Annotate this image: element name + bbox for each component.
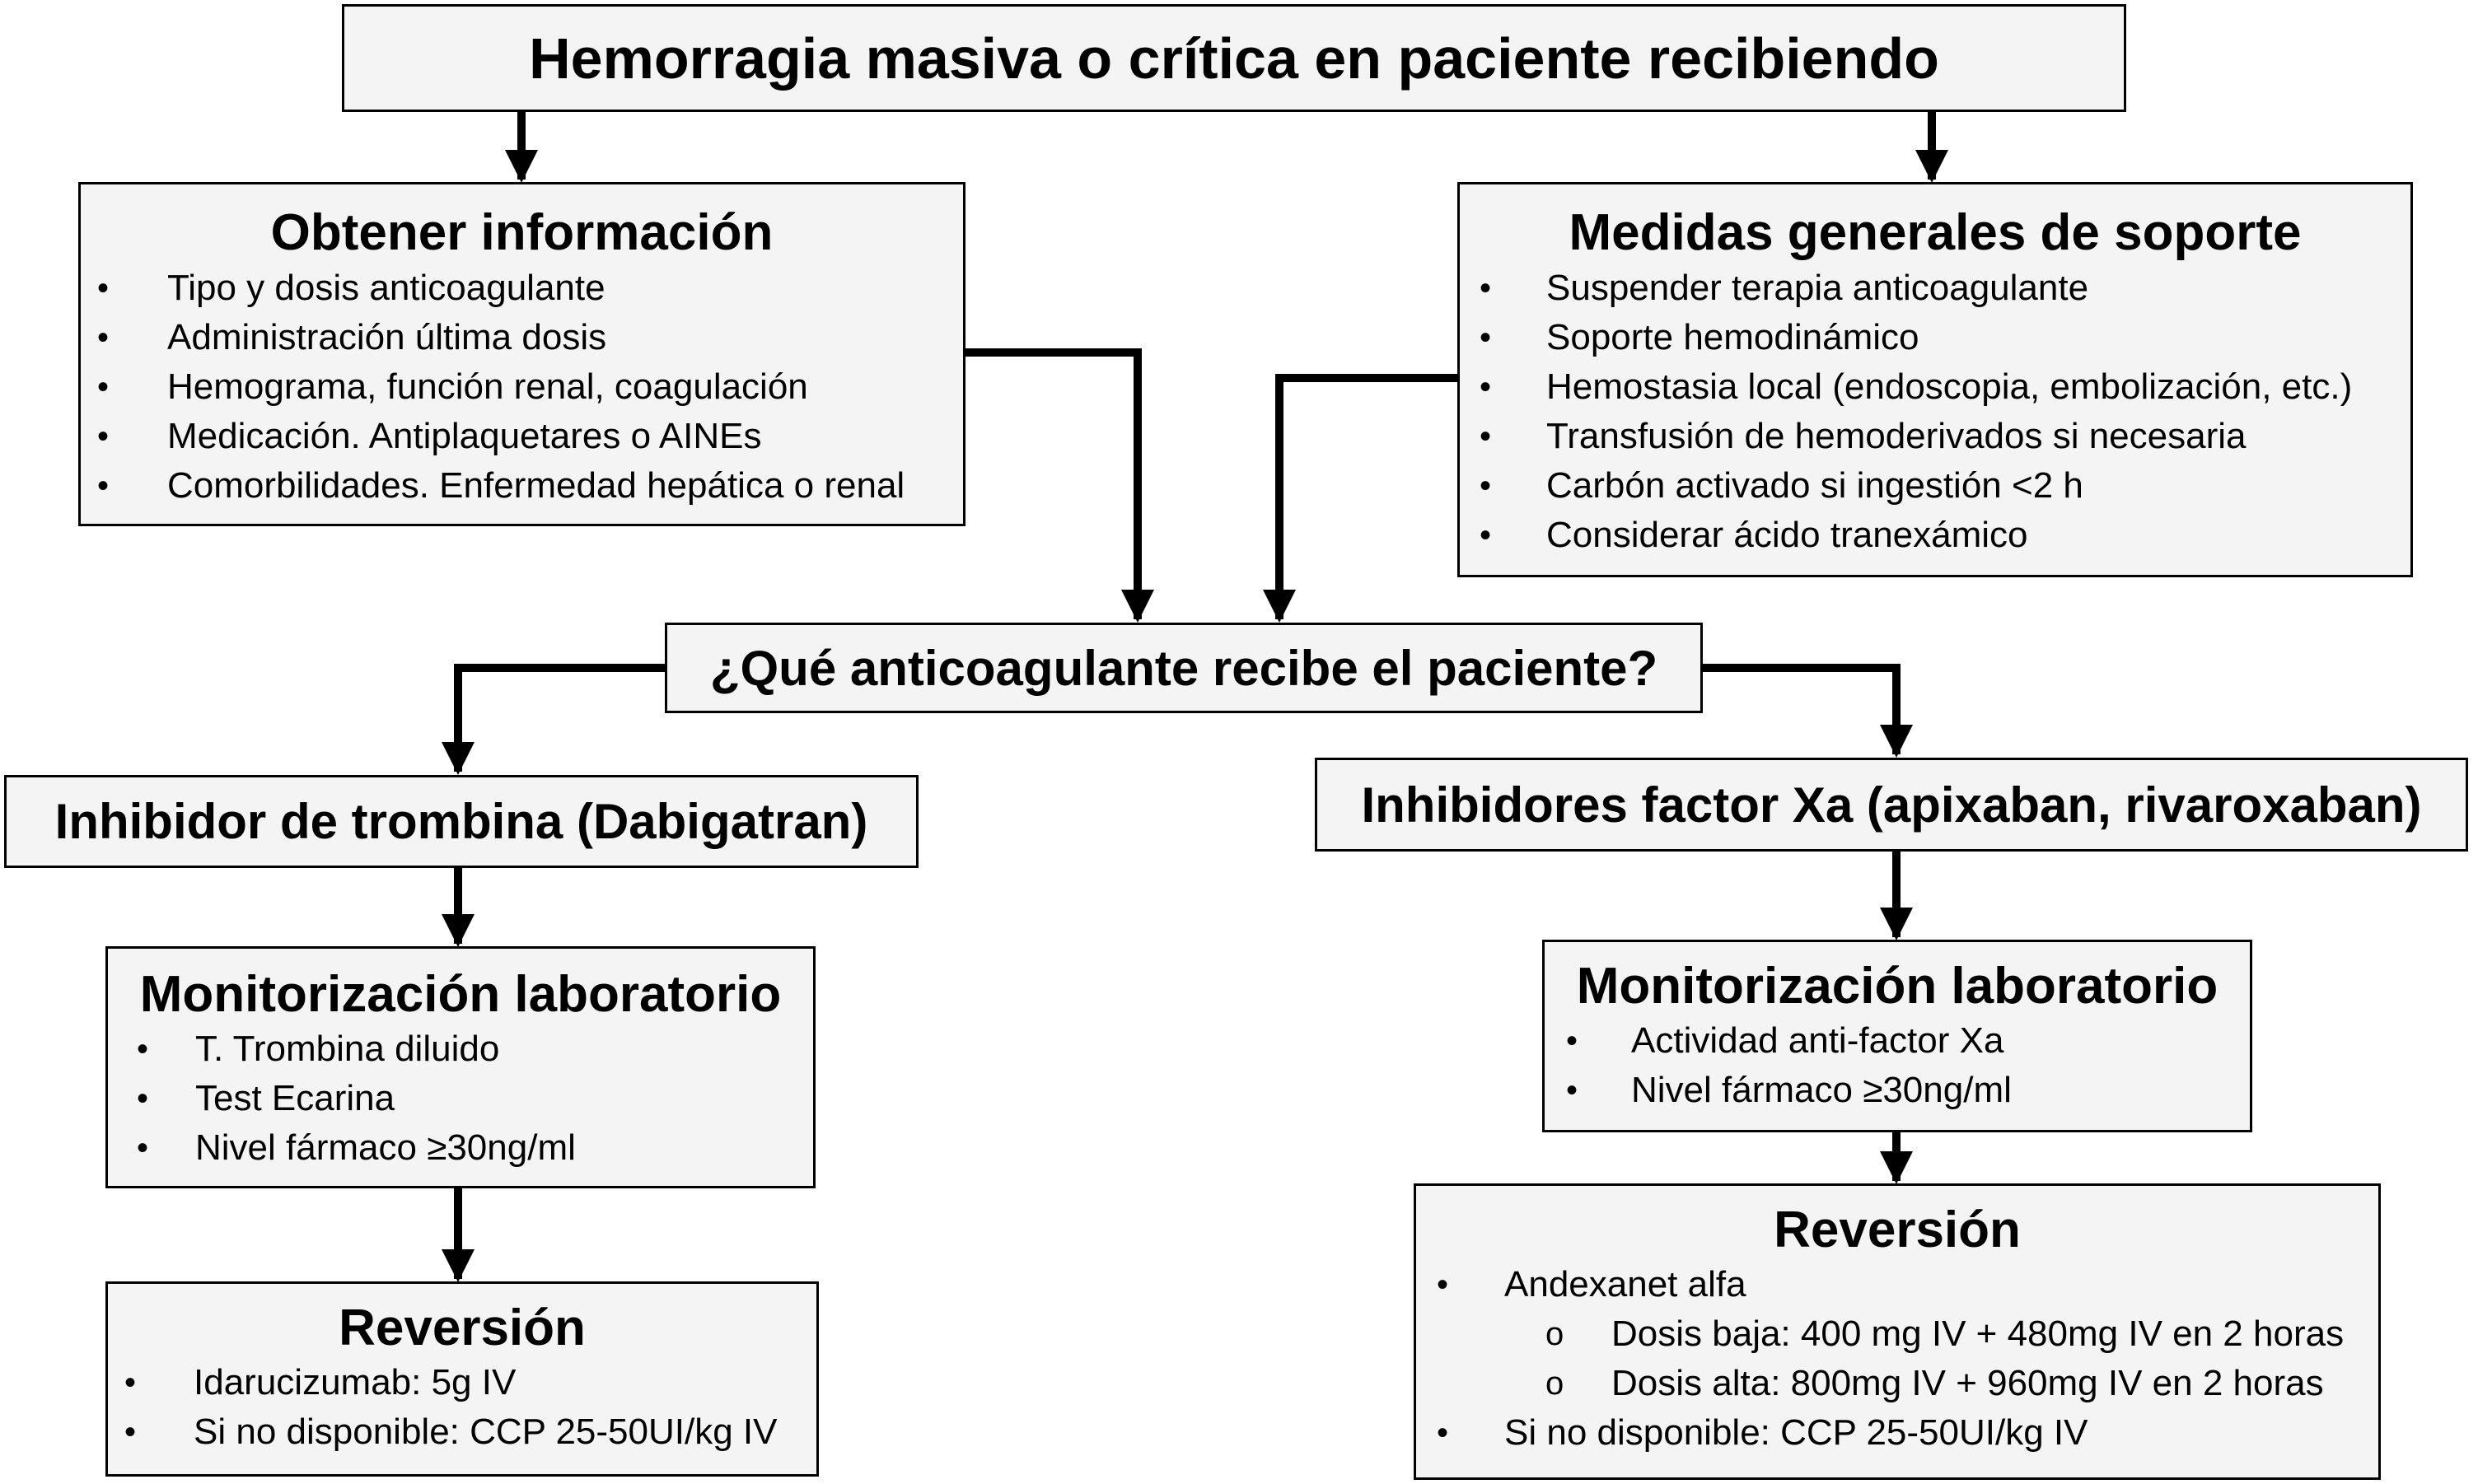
arrow-question-to-right: [1700, 664, 1913, 758]
left-monitor-heading: Monitorización laboratorio: [139, 966, 782, 1023]
right-monitor-list: •Actividad anti-factor Xa •Nivel fármaco…: [1545, 1016, 2250, 1115]
list-item: •Hemograma, función renal, coagulación: [97, 366, 808, 407]
list-item: •Nivel fármaco ≥30ng/ml: [1566, 1070, 2012, 1110]
list-item: •Suspender terapia anticoagulante: [1480, 268, 2089, 308]
list-item: •Comorbilidades. Enfermedad hepática o r…: [97, 465, 905, 506]
info-list: •Tipo y dosis anticoagulante •Administra…: [81, 264, 963, 511]
support-list: •Suspender terapia anticoagulante •Sopor…: [1460, 264, 2410, 560]
arrow-question-to-left: [442, 664, 665, 775]
question-box: ¿Qué anticoagulante recibe el paciente?: [665, 623, 1703, 713]
main-title: Hemorragia masiva o crítica en paciente …: [529, 26, 1939, 91]
list-item: •Tipo y dosis anticoagulante: [97, 268, 605, 308]
info-box: Obtener información •Tipo y dosis antico…: [78, 182, 965, 526]
list-item: •Hemostasia local (endoscopia, embolizac…: [1480, 366, 2353, 407]
left-branch-title: Inhibidor de trombina (Dabigatran): [54, 794, 868, 849]
left-reversal-list: •Idarucizumab: 5g IV •Si no disponible: …: [108, 1358, 816, 1457]
main-title-box: Hemorragia masiva o crítica en paciente …: [342, 4, 2126, 112]
left-monitor-box: Monitorización laboratorio •T. Trombina …: [105, 946, 816, 1188]
question-title: ¿Qué anticoagulante recibe el paciente?: [709, 640, 1658, 696]
list-item: •Test Ecarina: [137, 1078, 395, 1118]
left-branch-box: Inhibidor de trombina (Dabigatran): [4, 775, 919, 868]
list-item: •Actividad anti-factor Xa: [1566, 1020, 2004, 1061]
right-branch-title: Inhibidores factor Xa (apixaban, rivarox…: [1361, 777, 2422, 833]
list-item: •Nivel fármaco ≥30ng/ml: [137, 1127, 576, 1168]
info-heading: Obtener información: [270, 204, 774, 261]
list-item: •Carbón activado si ingestión <2 h: [1480, 465, 2083, 506]
left-reversal-heading: Reversión: [339, 1300, 586, 1356]
list-item: •Soporte hemodinámico: [1480, 317, 1919, 357]
list-item: •Idarucizumab: 5g IV: [124, 1362, 517, 1402]
support-heading: Medidas generales de soporte: [1569, 204, 2302, 261]
arrow-support-to-question: [1263, 374, 1457, 623]
right-monitor-heading: Monitorización laboratorio: [1576, 958, 2219, 1015]
right-reversal-heading: Reversión: [1774, 1202, 2021, 1258]
right-branch-box: Inhibidores factor Xa (apixaban, rivarox…: [1315, 758, 2468, 852]
list-item: •Considerar ácido tranexámico: [1480, 515, 2028, 555]
list-item: •Transfusión de hemoderivados si necesar…: [1480, 416, 2247, 456]
support-box: Medidas generales de soporte •Suspender …: [1457, 182, 2413, 577]
left-reversal-box: Reversión •Idarucizumab: 5g IV •Si no di…: [105, 1281, 819, 1477]
left-monitor-list: •T. Trombina diluido •Test Ecarina •Nive…: [108, 1024, 813, 1173]
list-item: •Si no disponible: CCP 25-50UI/kg IV: [1437, 1412, 2088, 1453]
list-item: •T. Trombina diluido: [137, 1029, 500, 1069]
list-item: •Medicación. Antiplaquetares o AINEs: [97, 416, 762, 456]
list-item: •Si no disponible: CCP 25-50UI/kg IV: [124, 1412, 778, 1452]
list-item: •Administración última dosis: [97, 317, 607, 357]
list-item: •Andexanet alfa: [1437, 1264, 1746, 1304]
right-monitor-box: Monitorización laboratorio •Actividad an…: [1542, 940, 2252, 1132]
arrow-info-to-question: [965, 348, 1154, 623]
